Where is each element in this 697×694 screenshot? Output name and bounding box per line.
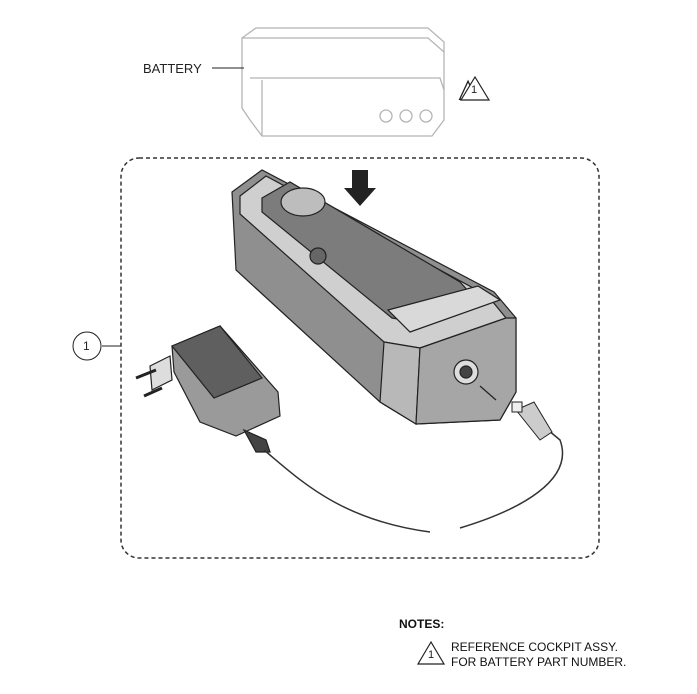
wall-adapter — [135, 325, 281, 453]
dc-plug — [511, 401, 553, 441]
adapter-cable — [263, 449, 431, 533]
kit-boundary — [120, 157, 600, 559]
note-text-line-1: REFERENCE COCKPIT ASSY. — [451, 640, 618, 654]
note-text-line-2: FOR BATTERY PART NUMBER. — [451, 655, 627, 669]
item-callout-circle — [72, 331, 102, 361]
insert-arrow-icon — [344, 170, 376, 206]
battery-note-ref: 1 — [471, 84, 478, 96]
dc-plug-cable — [459, 429, 563, 529]
battery-illustration — [241, 27, 445, 137]
note-ref-number: 1 — [428, 649, 435, 661]
notes-title: NOTES: — [399, 617, 445, 631]
charging-cradle — [231, 169, 517, 426]
item-number: 1 — [83, 339, 90, 353]
battery-label: BATTERY — [143, 61, 202, 76]
